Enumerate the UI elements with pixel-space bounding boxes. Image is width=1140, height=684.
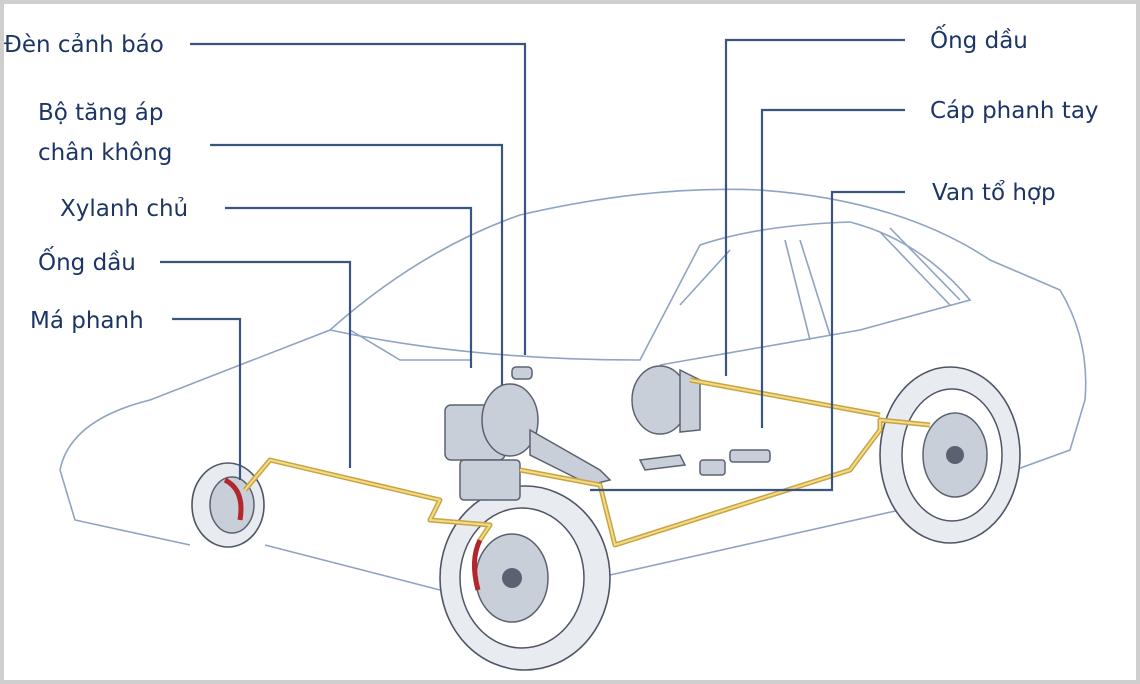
brake-lines (243, 377, 931, 548)
rear-right-wheel (879, 366, 1021, 544)
label-parking-brake-cable: Cáp phanh tay (930, 98, 1099, 124)
label-vacuum-booster-2: chân không (38, 140, 172, 166)
label-master-cylinder: Xylanh chủ (60, 196, 188, 222)
warning-light (511, 366, 533, 380)
vacuum-booster (444, 366, 612, 501)
label-warning-light: Đèn cảnh báo (4, 32, 164, 58)
label-brake-line-rear: Ống dầu (930, 24, 1028, 54)
label-brake-pad: Má phanh (30, 308, 144, 334)
front-left-brake (191, 462, 265, 548)
label-vacuum-booster-1: Bộ tăng áp (38, 100, 163, 126)
front-right-wheel (439, 485, 611, 671)
rear-booster-drum (631, 365, 771, 476)
label-brake-line-front: Ống dầu (38, 246, 136, 276)
leader-lines (160, 38, 905, 492)
label-combination-valve: Van tổ hợp (932, 180, 1056, 206)
car-outline (59, 188, 1087, 591)
